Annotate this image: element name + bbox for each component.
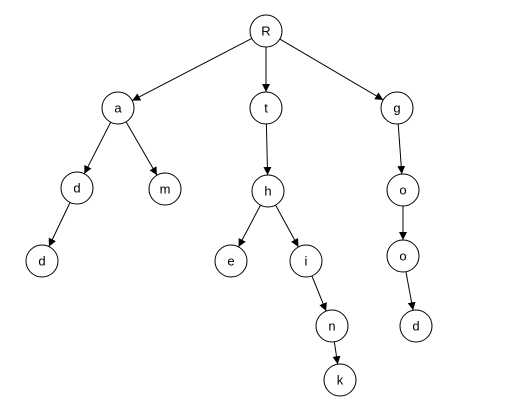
node-k: k — [323, 363, 357, 397]
node-circle — [289, 244, 323, 278]
node-label: e — [227, 254, 234, 269]
node-label: o — [399, 249, 406, 264]
node-label: d — [412, 319, 419, 334]
node-circle — [60, 171, 94, 205]
node-o2: o — [386, 239, 420, 273]
node-circle — [249, 14, 283, 48]
node-R: R — [249, 14, 283, 48]
node-circle — [399, 309, 433, 343]
node-t: t — [249, 91, 283, 125]
node-circle — [25, 244, 59, 278]
edge-R-to-g — [279, 38, 384, 101]
edge-a-to-d1 — [83, 121, 112, 175]
node-circle — [380, 91, 414, 125]
node-circle — [315, 309, 349, 343]
node-g: g — [380, 91, 414, 125]
node-m: m — [148, 172, 182, 206]
node-label: m — [160, 182, 171, 197]
edge-d1-to-d2 — [48, 202, 71, 247]
node-label: t — [264, 101, 268, 116]
node-e: e — [214, 244, 248, 278]
node-circle — [251, 174, 285, 208]
node-label: d — [38, 254, 45, 269]
node-circle — [214, 244, 248, 278]
node-o1: o — [386, 173, 420, 207]
node-d1: d — [60, 171, 94, 205]
node-circle — [101, 91, 135, 125]
node-circle — [323, 363, 357, 397]
edge-g-to-o1 — [397, 123, 406, 175]
nodes: Ra t g d m d h e i n k o o d — [25, 14, 433, 397]
edge-h-to-i — [275, 204, 299, 248]
edge-t-to-h — [263, 123, 272, 176]
edge-o2-to-d3 — [405, 271, 416, 311]
node-label: h — [264, 184, 271, 199]
edge-h-to-e — [238, 204, 261, 248]
node-circle — [386, 173, 420, 207]
node-circle — [386, 239, 420, 273]
node-d2: d — [25, 244, 59, 278]
edge-a-to-m — [125, 121, 158, 176]
node-circle — [148, 172, 182, 206]
node-n: n — [315, 309, 349, 343]
node-i: i — [289, 244, 323, 278]
edge-n-to-k — [332, 341, 341, 365]
node-a: a — [101, 91, 135, 125]
node-label: g — [393, 101, 400, 116]
edge-R-to-a — [131, 37, 253, 102]
edge-i-to-n — [311, 275, 327, 312]
node-label: n — [328, 319, 335, 334]
node-label: i — [305, 254, 308, 269]
node-label: a — [114, 101, 122, 116]
node-label: o — [399, 183, 406, 198]
node-label: k — [337, 373, 344, 388]
node-h: h — [251, 174, 285, 208]
node-label: d — [73, 181, 80, 196]
edges — [48, 37, 416, 365]
node-d3: d — [399, 309, 433, 343]
node-circle — [249, 91, 283, 125]
node-label: R — [261, 24, 270, 39]
